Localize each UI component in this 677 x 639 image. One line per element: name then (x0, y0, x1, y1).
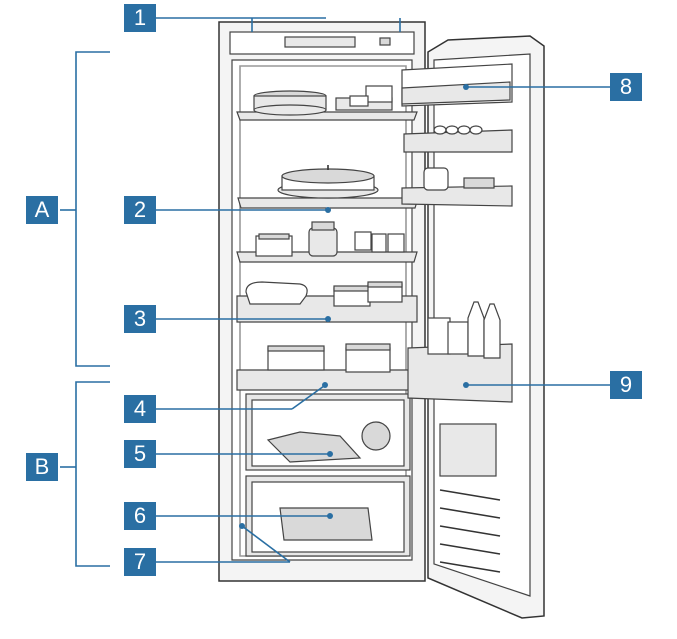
fourth-shelf-items (245, 281, 403, 307)
callout-6: 6 (124, 502, 156, 530)
callout-7: 7 (124, 548, 156, 576)
callout-4: 4 (124, 395, 156, 423)
callout-1: 1 (124, 4, 156, 32)
top-shelf-items (253, 85, 393, 116)
cake-item (277, 165, 379, 199)
callout-2: 2 (124, 196, 156, 224)
fifth-shelf-items (267, 343, 391, 373)
bracket-a (75, 51, 110, 367)
crisper-drawers (245, 393, 411, 557)
bracket-b (75, 381, 110, 567)
callout-3: 3 (124, 305, 156, 333)
third-shelf-items (255, 221, 405, 257)
callout-8: 8 (610, 73, 642, 101)
leader-lines (156, 17, 610, 563)
callout-a: A (26, 196, 58, 224)
door-shelves (401, 63, 513, 403)
callout-b: B (26, 453, 58, 481)
callout-9: 9 (610, 371, 642, 399)
callout-5: 5 (124, 440, 156, 468)
